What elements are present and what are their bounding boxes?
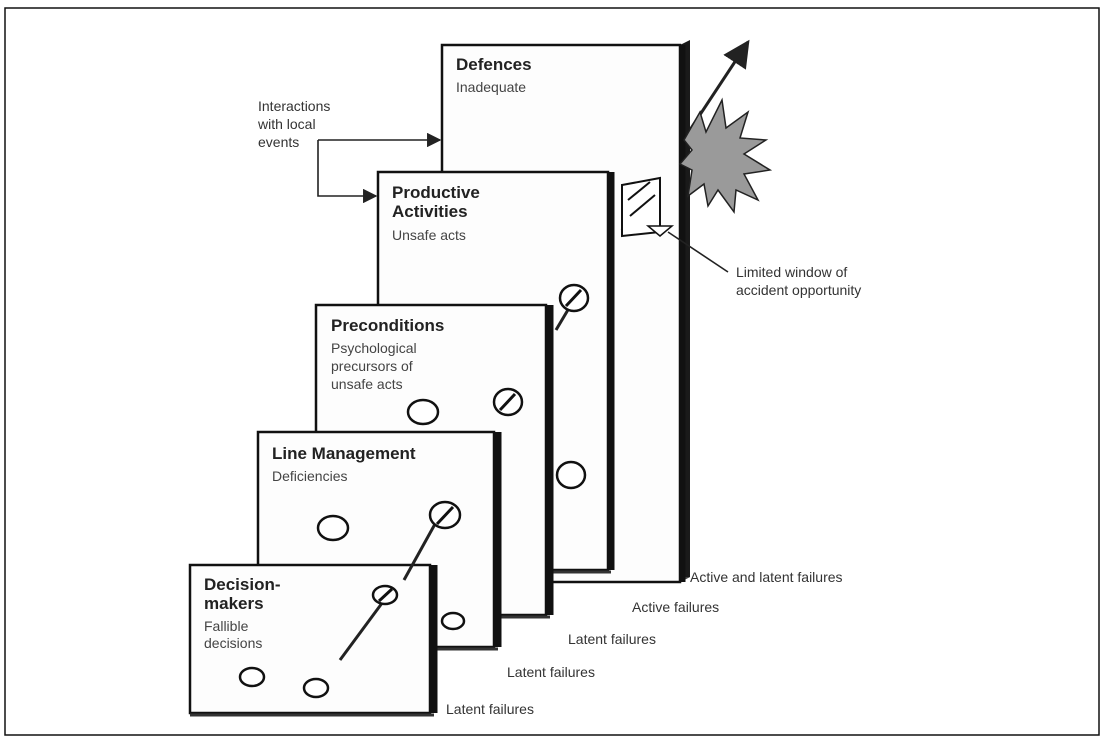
hole	[406, 398, 440, 426]
preconditions-title: Preconditions	[331, 316, 444, 335]
failure-label-defences: Active and latent failures	[690, 569, 843, 585]
hole	[238, 666, 266, 688]
defences-title: Defences	[456, 55, 532, 74]
failure-label-line-management: Latent failures	[507, 664, 595, 680]
hole	[316, 514, 350, 542]
hole-slashes	[377, 288, 583, 603]
figure-frame	[4, 7, 1100, 736]
window-pointer	[667, 231, 729, 273]
hole	[302, 677, 330, 699]
line-management-title: Line Management	[272, 444, 416, 463]
productive-subtitle: Unsafe acts	[392, 227, 466, 243]
accident-window	[621, 176, 675, 238]
failure-label-productive: Active failures	[632, 599, 719, 615]
defences-subtitle: Inadequate	[456, 79, 526, 95]
interaction-arrows	[317, 132, 442, 204]
trajectory-segment	[338, 594, 390, 661]
hole	[555, 460, 587, 490]
failure-label-decision-makers: Latent failures	[446, 701, 534, 717]
line-management-subtitle: Deficiencies	[272, 468, 347, 484]
accident-burst	[678, 97, 773, 215]
decision-makers-title: Decision-makers	[204, 575, 281, 613]
hole	[440, 611, 466, 631]
trajectory-segment	[402, 514, 442, 581]
failure-label-preconditions: Latent failures	[568, 631, 656, 647]
